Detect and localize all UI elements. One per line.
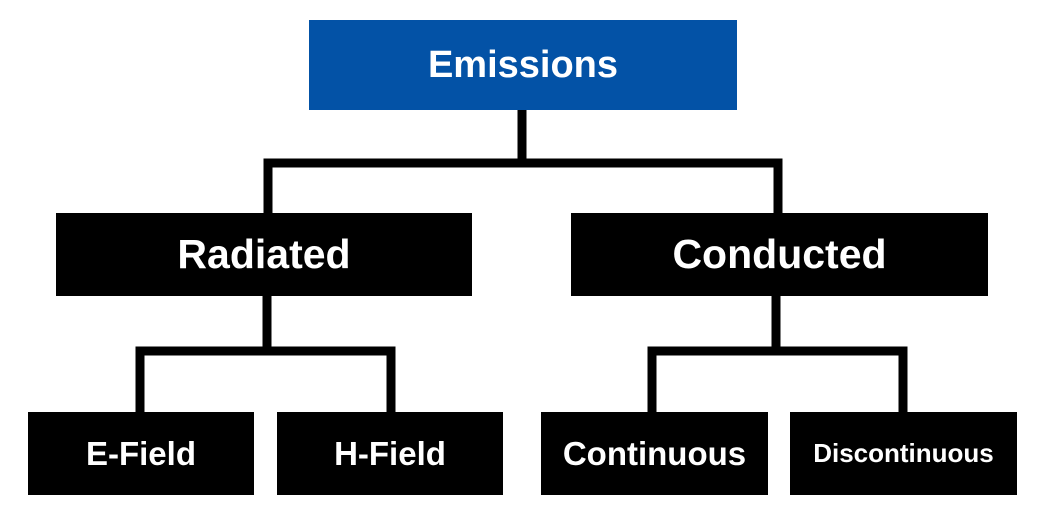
node-continuous-label: Continuous (562, 434, 747, 472)
connector-emissions-to-level2 (263, 105, 783, 218)
node-e-field-label: E-Field (85, 434, 196, 472)
node-discontinuous: Discontinuous (790, 412, 1017, 495)
node-e-field: E-Field (28, 412, 254, 495)
node-continuous: Continuous (541, 412, 768, 495)
connector-conducted-to-types (647, 291, 908, 417)
node-emissions-label: Emissions (427, 43, 619, 86)
node-discontinuous-label: Discontinuous (813, 438, 994, 468)
node-h-field: H-Field (277, 412, 503, 495)
node-radiated-label: Radiated (177, 231, 351, 277)
node-emissions: Emissions (309, 20, 737, 110)
node-radiated: Radiated (56, 213, 472, 296)
node-conducted-label: Conducted (672, 231, 887, 277)
node-conducted: Conducted (571, 213, 988, 296)
connector-radiated-to-fields (135, 291, 396, 417)
node-h-field-label: H-Field (334, 434, 446, 472)
